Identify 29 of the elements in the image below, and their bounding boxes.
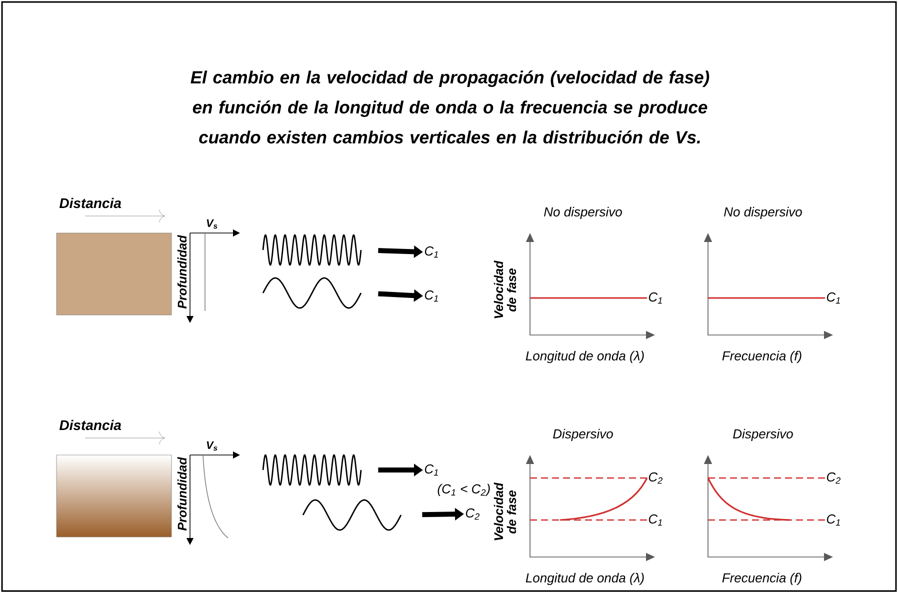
axis-label: Velocidad de fase xyxy=(494,260,516,318)
axis-label: Frecuencia (f) xyxy=(722,572,802,586)
line-label: C$_{2}$ xyxy=(826,472,840,484)
soil-block xyxy=(56,454,172,538)
chart-title: No dispersivo xyxy=(544,206,622,220)
velocity-label: C$_{2}$ xyxy=(466,508,480,520)
chart-title: Dispersivo xyxy=(733,428,793,442)
soil-block xyxy=(56,232,172,316)
axis-label: V$_{s}$ xyxy=(206,219,218,229)
velocity-label: C$_{1}$ xyxy=(424,246,438,258)
velocity-label: C$_{1}$ xyxy=(424,290,438,302)
title: El cambio en la velocidad de propagación (velocidad de fase) en función de la longitud de onda o la frecuencia se produce cuando existen cambios verticales en la distribución de Vs. xyxy=(190,70,710,144)
axis-label: Frecuencia (f) xyxy=(722,350,802,364)
wave-drawing xyxy=(262,277,362,309)
wave-drawing xyxy=(302,499,402,531)
chart-title: Dispersivo xyxy=(553,428,613,442)
chart-title: No dispersivo xyxy=(724,206,802,220)
axis-label: Longitud de onda (λ) xyxy=(526,350,644,364)
velocity-label: C$_{1}$ xyxy=(424,464,438,476)
wave-drawing xyxy=(262,234,362,266)
line-label: C$_{1}$ xyxy=(826,292,840,304)
axis-label: Velocidad de fase xyxy=(494,482,516,540)
axis-label: Longitud de onda (λ) xyxy=(526,572,644,586)
line-label: C$_{1}$ xyxy=(648,292,662,304)
axis-label: V$_{s}$ xyxy=(206,441,218,451)
line-label: C$_{1}$ xyxy=(826,514,840,526)
line-label: C$_{2}$ xyxy=(648,472,663,484)
wave-drawing xyxy=(262,454,362,486)
line-label: C$_{1}$ xyxy=(648,514,662,526)
